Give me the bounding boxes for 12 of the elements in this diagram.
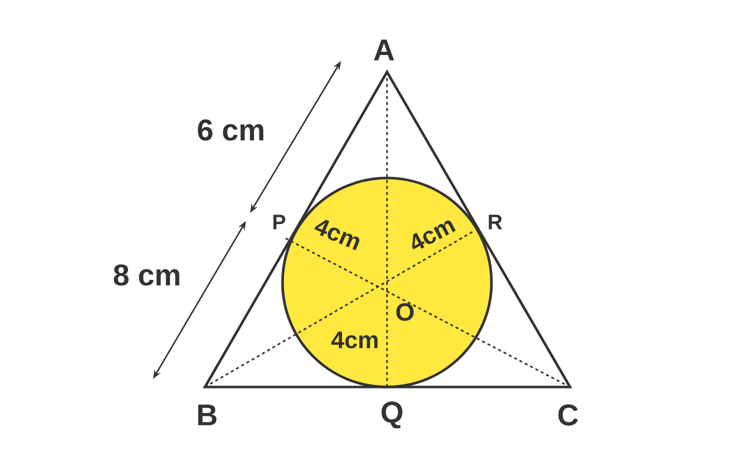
point-label: P: [273, 214, 286, 230]
radius-label: 4cm: [330, 330, 380, 350]
vertex-label: Q: [382, 402, 402, 428]
radius-label: 4cm: [406, 214, 458, 254]
vertex-label: C: [558, 404, 578, 426]
point-label: R: [488, 214, 502, 230]
dimension-label: 6 cm: [198, 119, 264, 141]
centre-label: O: [396, 303, 414, 321]
vertex-label: B: [198, 404, 216, 426]
vertex-label: A: [374, 40, 394, 60]
radius-label: 4cm: [311, 216, 365, 252]
dimension-label: 8 cm: [114, 264, 180, 286]
